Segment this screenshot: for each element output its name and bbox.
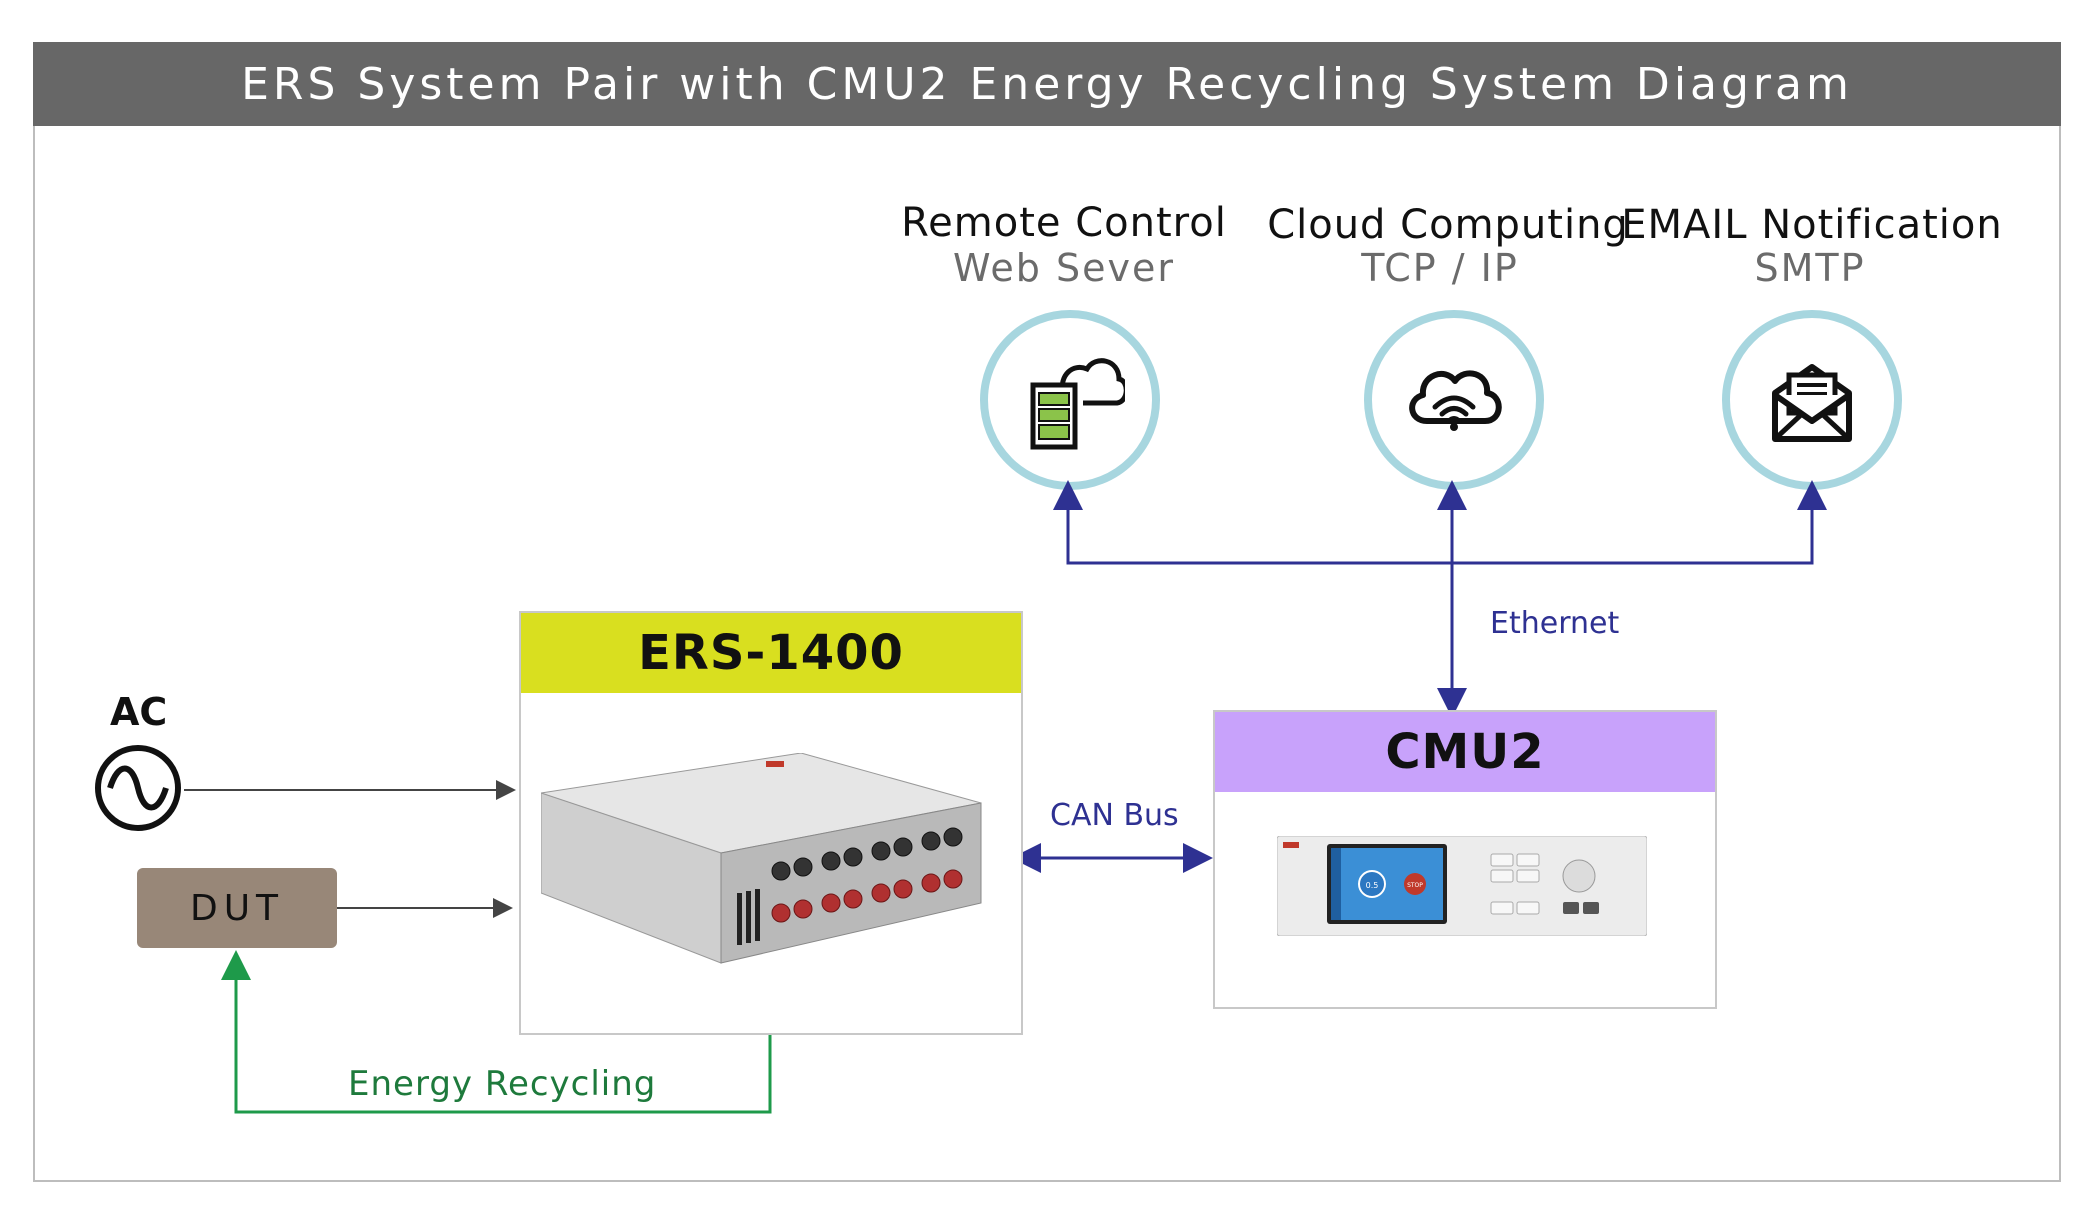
remote-control-node [980, 310, 1160, 490]
diagram-frame [33, 42, 2061, 1182]
server-cloud-icon [1030, 358, 1125, 450]
service-subtitle-tcp-ip: TCP / IP [1361, 246, 1519, 290]
ers-1400-box: ERS-1400 [519, 611, 1023, 1035]
service-subtitle-web-server: Web Sever [953, 246, 1175, 290]
email-icon [1772, 364, 1852, 442]
can-bus-label: CAN Bus [1050, 798, 1179, 833]
screen-value-button: 0.5 [1366, 881, 1379, 890]
screen-stop-button: STOP [1407, 882, 1423, 889]
service-title-email-notification: EMAIL Notification [1621, 202, 2003, 248]
wifi-cloud-icon [1409, 370, 1502, 431]
ers-1400-unit-image [541, 753, 982, 964]
service-title-remote-control: Remote Control [901, 200, 1227, 246]
cmu2-header: CMU2 [1215, 712, 1715, 792]
ethernet-label: Ethernet [1490, 606, 1620, 641]
diagram-title: ERS System Pair with CMU2 Energy Recycli… [33, 42, 2061, 126]
service-subtitle-smtp: SMTP [1754, 246, 1866, 290]
ac-label: AC [110, 690, 168, 734]
ethernet-bus-line [1053, 480, 1827, 565]
cmu2-unit-image: 0.5 STOP [1277, 836, 1647, 936]
cmu2-box: CMU2 0.5 STOP [1213, 710, 1717, 1009]
ac-source-icon [95, 745, 181, 831]
ers-1400-header: ERS-1400 [521, 613, 1021, 693]
service-title-cloud-computing: Cloud Computing [1267, 202, 1629, 248]
dut-block: DUT [137, 868, 337, 948]
energy-recycling-label: Energy Recycling [348, 1064, 657, 1104]
energy-recycling-line [221, 950, 772, 1114]
